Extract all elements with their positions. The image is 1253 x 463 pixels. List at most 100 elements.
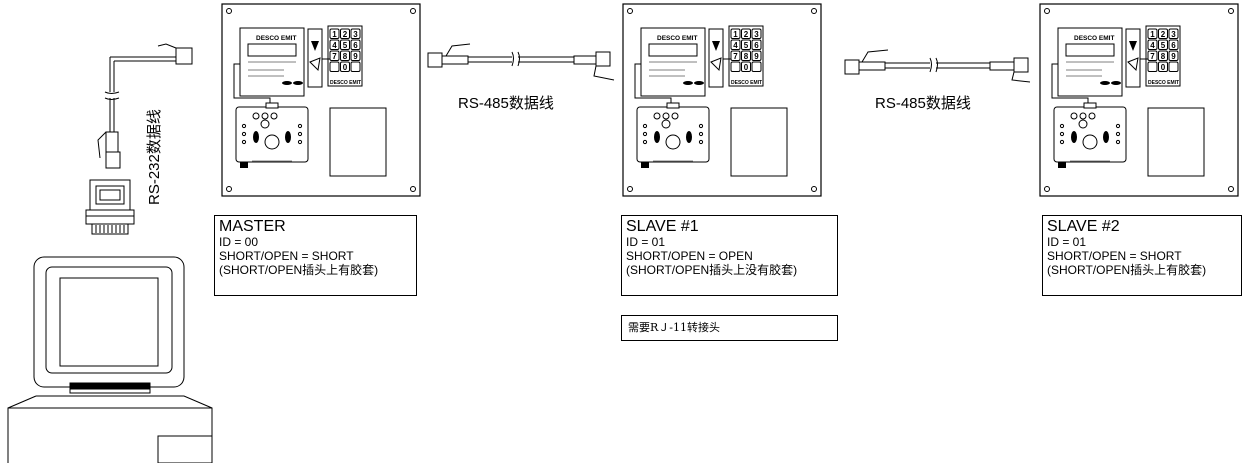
- keypad-key: [340, 50, 350, 61]
- unit-note: (SHORT/OPEN插头上有胶套): [1047, 262, 1207, 277]
- keypad-key-label: 4: [733, 41, 738, 50]
- keypad-key-label: 1: [733, 30, 738, 39]
- keypad-key-label: 2: [343, 30, 348, 39]
- keypad-key-label: 0: [744, 63, 749, 72]
- keypad-key-label: 2: [744, 30, 749, 39]
- keypad-key: [1158, 61, 1168, 72]
- keypad-key-label: 2: [1161, 30, 1166, 39]
- keypad-key-label: 9: [1171, 52, 1176, 61]
- keypad-key: [350, 39, 361, 50]
- keypad-key: [1147, 28, 1158, 39]
- keypad-key: [1147, 39, 1158, 50]
- keypad-key-label: 1: [332, 30, 337, 39]
- keypad-key: [730, 28, 741, 39]
- rs232-cable: [85, 43, 193, 235]
- keypad-key: [1168, 28, 1179, 39]
- keypad-key: [751, 39, 762, 50]
- rs485-cable-right: [844, 49, 1031, 83]
- rs485-label-right: RS-485数据线: [875, 95, 971, 112]
- keypad-key: [350, 61, 361, 72]
- keypad-key: [340, 61, 350, 72]
- keypad-key: [1158, 50, 1168, 61]
- keypad-key-label: 7: [733, 52, 738, 61]
- master-label: MASTER ID = 00 SHORT/OPEN = SHORT (SHORT…: [214, 215, 417, 296]
- keypad-key: [340, 28, 350, 39]
- keypad-key: [730, 61, 741, 72]
- keypad-key-label: 1: [1150, 30, 1155, 39]
- unit-title: SLAVE #2: [1047, 218, 1120, 235]
- computer-monitor: [7, 256, 213, 463]
- unit-id: ID = 00: [219, 235, 259, 250]
- keypad-key: [751, 61, 762, 72]
- adapter-note: 需要RＪ-11转接头: [621, 315, 838, 341]
- keypad-brand: DESCO EMIT: [330, 80, 361, 86]
- keypad-key-label: 0: [343, 63, 348, 72]
- keypad-key: [751, 50, 762, 61]
- rs485-label-left: RS-485数据线: [458, 95, 554, 112]
- keypad-key-label: 5: [1161, 41, 1166, 50]
- unit-mode: SHORT/OPEN = OPEN: [626, 249, 753, 264]
- keypad-key-label: 0: [1161, 63, 1166, 72]
- keypad-brand: DESCO EMIT: [1148, 80, 1179, 86]
- keypad-key-label: 5: [744, 41, 749, 50]
- keypad-key: [1158, 28, 1168, 39]
- unit-title: SLAVE #1: [626, 218, 699, 235]
- display-brand: DESCO EMIT: [1074, 35, 1114, 42]
- slave2-label: SLAVE #2 ID = 01 SHORT/OPEN = SHORT (SHO…: [1042, 215, 1242, 296]
- keypad-key: [730, 39, 741, 50]
- keypad-key-label: 3: [1171, 30, 1176, 39]
- keypad-key-label: 7: [332, 52, 337, 61]
- keypad-key: [1168, 39, 1179, 50]
- keypad-key: [751, 28, 762, 39]
- keypad-brand: DESCO EMIT: [731, 80, 762, 86]
- unit-id: ID = 01: [626, 235, 666, 250]
- keypad-key-label: 5: [343, 41, 348, 50]
- unit-mode: SHORT/OPEN = SHORT: [219, 249, 354, 264]
- keypad-key: [741, 61, 751, 72]
- unit-mode: SHORT/OPEN = SHORT: [1047, 249, 1182, 264]
- keypad-key-label: 8: [343, 52, 348, 61]
- display-brand: DESCO EMIT: [657, 35, 697, 42]
- keypad-key: [741, 28, 751, 39]
- keypad-key-label: 6: [754, 41, 759, 50]
- keypad-key-label: 9: [754, 52, 759, 61]
- unit-note: (SHORT/OPEN插头上没有胶套): [626, 262, 798, 277]
- keypad-key-label: 8: [744, 52, 749, 61]
- keypad-key-label: 7: [1150, 52, 1155, 61]
- keypad-key: [1158, 39, 1168, 50]
- unit-id: ID = 01: [1047, 235, 1087, 250]
- keypad-key-label: 6: [353, 41, 358, 50]
- display-brand: DESCO EMIT: [256, 35, 296, 42]
- keypad-key: [350, 28, 361, 39]
- keypad-key: [1147, 61, 1158, 72]
- unit-note: (SHORT/OPEN插头上有胶套): [219, 262, 379, 277]
- keypad-key-label: 6: [1171, 41, 1176, 50]
- slave1-label: SLAVE #1 ID = 01 SHORT/OPEN = OPEN (SHOR…: [621, 215, 838, 296]
- keypad-key: [350, 50, 361, 61]
- unit-title: MASTER: [219, 218, 286, 235]
- keypad-key: [741, 39, 751, 50]
- keypad-key: [329, 61, 340, 72]
- keypad-key-label: 4: [1150, 41, 1155, 50]
- keypad-key: [1168, 61, 1179, 72]
- keypad-key: [1147, 50, 1158, 61]
- keypad-key: [1168, 50, 1179, 61]
- keypad-key-label: 9: [353, 52, 358, 61]
- rs232-label: RS-232数据线: [146, 109, 163, 205]
- rs485-cable-left: [427, 43, 615, 81]
- keypad-key: [340, 39, 350, 50]
- keypad-key-label: 3: [353, 30, 358, 39]
- keypad-key: [329, 39, 340, 50]
- keypad-key-label: 4: [332, 41, 337, 50]
- keypad-key: [741, 50, 751, 61]
- keypad-key-label: 3: [754, 30, 759, 39]
- keypad-key-label: 8: [1161, 52, 1166, 61]
- keypad-key: [329, 50, 340, 61]
